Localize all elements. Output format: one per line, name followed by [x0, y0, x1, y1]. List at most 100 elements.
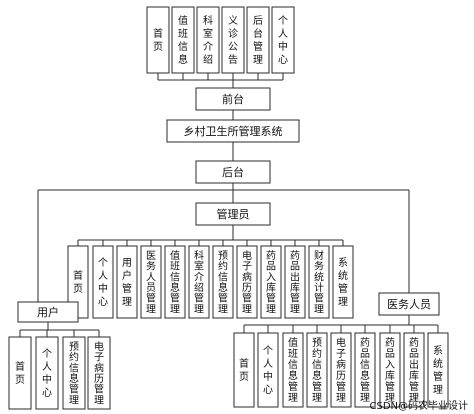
staff-module-3-label: 预约信息管理 — [312, 337, 322, 404]
staff-module-1: 个人中心 — [257, 332, 279, 408]
admin-module-7-rect — [236, 245, 258, 319]
admin-module-10-rect — [308, 245, 330, 319]
staff-module-2: 值班信息管理 — [282, 332, 304, 408]
user-module-3-label: 电子病历管理 — [94, 340, 104, 406]
backend-node-rect — [195, 160, 271, 184]
staff-module-3-rect — [306, 332, 328, 408]
staff-module-0: 首页 — [233, 332, 255, 408]
user-node-rect — [17, 301, 79, 323]
front-module-2-label: 科室介绍 — [203, 14, 213, 66]
front-module-2-rect — [196, 6, 220, 74]
admin-module-1-label: 个人中心 — [98, 257, 108, 308]
admin-module-6: 预约信息管理 — [212, 245, 234, 319]
admin-module-4-label: 值班信息管理 — [170, 249, 180, 315]
admin-node-label: 管理员 — [217, 207, 250, 221]
staff-node-rect — [378, 292, 440, 316]
front-module-3-rect — [221, 6, 245, 74]
user-module-1: 个人中心 — [35, 336, 59, 410]
user-module-1-label: 个人中心 — [42, 348, 52, 399]
user-module-1-rect — [35, 336, 59, 410]
user-module-2: 预约信息管理 — [62, 336, 86, 410]
staff-module-4-label: 电子病历管理 — [336, 336, 346, 404]
frontend-node-label: 前台 — [222, 92, 244, 106]
frontend-node: 前台 — [195, 87, 271, 111]
backend-node-label: 后台 — [222, 165, 244, 179]
admin-module-6-label: 预约信息管理 — [218, 250, 228, 315]
system-root-node-label: 乡村卫生所管理系统 — [184, 124, 283, 138]
admin-module-8-rect — [260, 245, 282, 319]
staff-module-6: 药品入库管理 — [379, 332, 401, 408]
front-module-5: 个人中心 — [271, 6, 295, 74]
watermark: CSDN@码农毕业设计 — [369, 399, 468, 412]
front-module-3-label: 义诊公告 — [228, 15, 238, 66]
staff-node-label: 医务人员 — [387, 298, 431, 311]
staff-module-5: 药品信息管理 — [354, 332, 376, 408]
admin-module-8-label: 药品入库管理 — [266, 250, 276, 315]
front-module-1: 值班信息 — [171, 6, 195, 74]
user-module-0-label: 首页 — [15, 360, 25, 386]
staff-module-8: 系统管理 — [427, 332, 449, 408]
admin-module-5-label: 科室介绍管理 — [194, 249, 204, 315]
front-module-4-label: 后台管理 — [253, 15, 263, 66]
user-module-3: 电子病历管理 — [87, 336, 111, 410]
admin-module-0-label: 首页 — [73, 269, 83, 295]
front-module-0-rect — [146, 6, 170, 74]
staff-node: 医务人员 — [378, 292, 440, 316]
staff-module-6-rect — [379, 332, 401, 408]
staff-module-0-rect — [233, 332, 255, 408]
staff-module-4-rect — [330, 332, 352, 408]
backend-node: 后台 — [195, 160, 271, 184]
admin-module-4-rect — [164, 245, 186, 319]
user-module-0-rect — [8, 336, 32, 410]
admin-module-8: 药品入库管理 — [260, 245, 282, 319]
admin-node-rect — [195, 202, 271, 226]
staff-module-8-rect — [427, 332, 449, 408]
staff-module-7-label: 药品出库管理 — [409, 337, 419, 404]
admin-module-10: 财务统计管理 — [308, 245, 330, 319]
admin-module-1: 个人中心 — [92, 245, 114, 319]
admin-node: 管理员 — [195, 202, 271, 226]
admin-module-11-label: 系统管理 — [338, 257, 348, 308]
admin-module-5: 科室介绍管理 — [188, 245, 210, 319]
staff-module-7-rect — [403, 332, 425, 408]
user-module-2-label: 预约信息管理 — [69, 341, 79, 406]
user-module-0: 首页 — [8, 336, 32, 410]
staff-module-4: 电子病历管理 — [330, 332, 352, 408]
admin-module-3-label: 医务人员管理 — [146, 250, 156, 315]
admin-module-11-rect — [332, 245, 354, 319]
user-module-3-rect — [87, 336, 111, 410]
staff-module-5-rect — [354, 332, 376, 408]
admin-module-9-label: 药品出库管理 — [290, 250, 300, 315]
admin-module-9: 药品出库管理 — [284, 245, 306, 319]
front-module-0: 首页 — [146, 6, 170, 74]
admin-module-4: 值班信息管理 — [164, 245, 186, 319]
admin-module-7: 电子病历管理 — [236, 245, 258, 319]
front-module-1-rect — [171, 6, 195, 74]
front-module-1-label: 值班信息 — [178, 14, 188, 66]
admin-module-5-rect — [188, 245, 210, 319]
staff-module-2-rect — [282, 332, 304, 408]
front-module-5-label: 个人中心 — [278, 15, 288, 66]
staff-module-1-label: 个人中心 — [263, 345, 273, 396]
admin-module-7-label: 电子病历管理 — [242, 249, 252, 315]
front-module-0-label: 首页 — [153, 27, 163, 53]
staff-module-7: 药品出库管理 — [403, 332, 425, 408]
user-node-label: 用户 — [37, 305, 59, 319]
connector-lines — [19, 73, 439, 337]
system-root-node-rect — [166, 119, 300, 143]
system-root-node: 乡村卫生所管理系统 — [166, 119, 300, 143]
staff-module-0-label: 首页 — [239, 357, 249, 383]
admin-module-10-label: 财务统计管理 — [314, 249, 324, 315]
staff-module-8-label: 系统管理 — [433, 345, 443, 396]
admin-module-3: 医务人员管理 — [140, 245, 162, 319]
staff-module-5-label: 药品信息管理 — [360, 337, 370, 404]
staff-module-3: 预约信息管理 — [306, 332, 328, 408]
admin-module-11: 系统管理 — [332, 245, 354, 319]
admin-module-2-rect — [116, 245, 138, 319]
front-module-4-rect — [246, 6, 270, 74]
staff-module-6-label: 药品入库管理 — [385, 337, 395, 404]
user-module-2-rect — [62, 336, 86, 410]
admin-module-3-rect — [140, 245, 162, 319]
front-module-2: 科室介绍 — [196, 6, 220, 74]
